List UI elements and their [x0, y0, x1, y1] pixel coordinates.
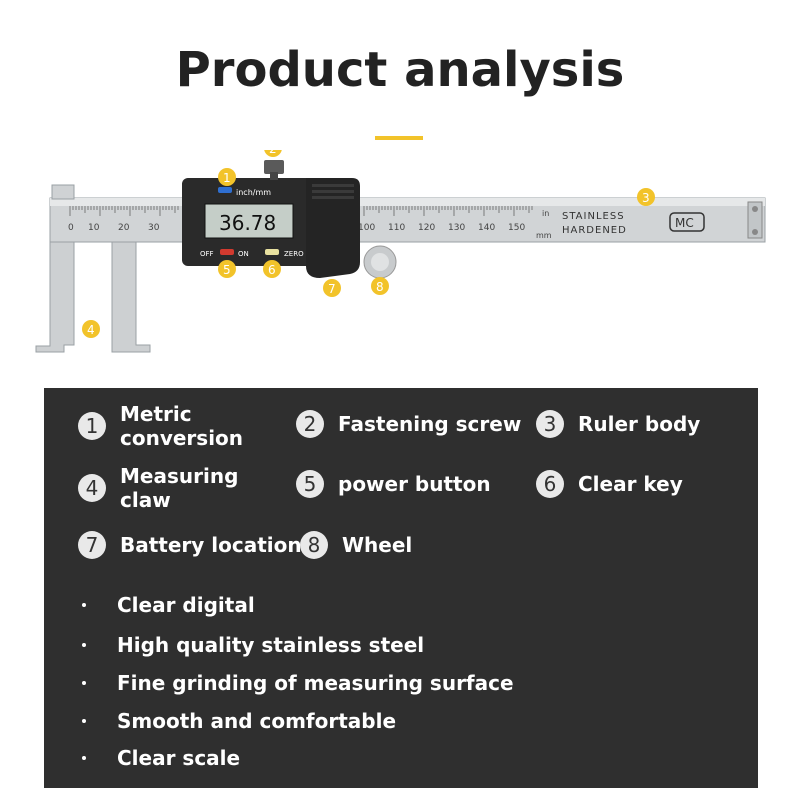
mc-logo: MC [675, 216, 694, 230]
bullet-item: Clear digital [82, 593, 255, 617]
off-on-button [220, 249, 234, 255]
bullet-item: Clear scale [82, 746, 240, 770]
feature-number: 1 [78, 412, 106, 440]
feature-label: Battery location [120, 533, 302, 557]
fixed-claw [35, 241, 75, 353]
bullet-text: Fine grinding of measuring surface [117, 671, 514, 695]
feature-label: Clear key [578, 472, 683, 496]
bullet-dot [82, 719, 86, 723]
scale-label-140: 140 [478, 223, 495, 233]
bullet-dot [82, 603, 86, 607]
scale-label-150: 150 [508, 223, 525, 233]
bullet-dot [82, 643, 86, 647]
callout-3: 3 [637, 188, 655, 206]
battery-cover [306, 178, 360, 278]
ruler-end-cap [747, 201, 763, 239]
mc-logo-frame [669, 212, 705, 232]
callout-7: 7 [323, 279, 341, 297]
on-label: ON [238, 250, 249, 258]
bullet-dot [82, 756, 86, 760]
scale-label-120: 120 [418, 223, 435, 233]
svg-text:1: 1 [223, 171, 231, 185]
stamp-hardened: HARDENED [562, 225, 627, 236]
feature-wheel: 8 Wheel [300, 531, 412, 559]
stamp-stainless: STAINLESS [562, 211, 625, 222]
svg-text:3: 3 [642, 191, 650, 205]
feature-battery-location: 7 Battery location [78, 531, 302, 559]
scale-label-0: 0 [68, 223, 74, 233]
bullet-item: Fine grinding of measuring surface [82, 671, 514, 695]
off-label: OFF [200, 250, 214, 258]
feature-fastening-screw: 2 Fastening screw [296, 410, 521, 438]
feature-metric-conversion: 1 Metric conversion [78, 402, 270, 450]
scale-label-30: 30 [148, 223, 160, 233]
page-title: Product analysis [175, 42, 625, 98]
features-panel: 1 Metric conversion 2 Fastening screw 3 … [44, 388, 758, 788]
feature-label: Fastening screw [338, 412, 522, 436]
bullet-text: High quality stainless steel [117, 633, 425, 657]
bullet-dot [82, 681, 86, 685]
scale-ticks-left [69, 206, 179, 216]
callout-5: 5 [218, 260, 236, 278]
feature-label: Measuring claw [120, 464, 239, 512]
fastening-screw [264, 160, 284, 174]
feature-number: 8 [300, 531, 328, 559]
feature-label: Wheel [342, 533, 413, 557]
feature-clear-key: 6 Clear key [536, 470, 683, 498]
scale-label-100: 100 [358, 223, 375, 233]
svg-text:5: 5 [223, 263, 231, 277]
inch-mm-button [218, 187, 232, 193]
feature-label: Metric conversion [120, 402, 244, 450]
lcd-screen [204, 203, 294, 239]
scale-label-10: 10 [88, 223, 100, 233]
callout-6: 6 [263, 260, 281, 278]
inch-mm-label: inch/mm [236, 188, 271, 197]
zero-button [265, 249, 279, 255]
callout-8: 8 [371, 277, 389, 295]
bullet-text: Clear scale [117, 746, 241, 770]
caliper-illustration: 0 10 20 30 100 110 120 130 140 150 in mm… [35, 150, 766, 353]
svg-text:8: 8 [376, 280, 384, 294]
title-accent-bar [375, 136, 423, 140]
feature-number: 3 [536, 410, 564, 438]
feature-measuring-claw: 4 Measuring claw [78, 464, 240, 512]
feature-number: 6 [536, 470, 564, 498]
callout-1: 1 [218, 168, 236, 186]
feature-label: power button [338, 472, 491, 496]
sliding-claw [111, 241, 151, 353]
zero-label: ZERO [284, 250, 304, 258]
bullet-item: High quality stainless steel [82, 633, 424, 657]
feature-label: Ruler body [578, 412, 701, 436]
bullet-item: Smooth and comfortable [82, 709, 396, 733]
scale-label-20: 20 [118, 223, 130, 233]
feature-number: 5 [296, 470, 324, 498]
unit-in-label: in [542, 209, 549, 218]
scale-ticks-right [363, 206, 533, 216]
callout-4: 4 [82, 320, 100, 338]
lcd-reading: 36.78 [219, 211, 276, 235]
svg-text:7: 7 [328, 282, 336, 296]
feature-power-button: 5 power button [296, 470, 491, 498]
feature-number: 7 [78, 531, 106, 559]
unit-mm-label: mm [536, 231, 552, 240]
feature-number: 4 [78, 474, 106, 502]
svg-text:6: 6 [268, 263, 276, 277]
callout-2: 2 [264, 150, 282, 157]
scale-label-110: 110 [388, 223, 405, 233]
svg-text:2: 2 [269, 150, 277, 156]
svg-text:4: 4 [87, 323, 95, 337]
feature-ruler-body: 3 Ruler body [536, 410, 700, 438]
scale-label-130: 130 [448, 223, 465, 233]
feature-number: 2 [296, 410, 324, 438]
bullet-text: Smooth and comfortable [117, 709, 397, 733]
bullet-text: Clear digital [117, 593, 255, 617]
